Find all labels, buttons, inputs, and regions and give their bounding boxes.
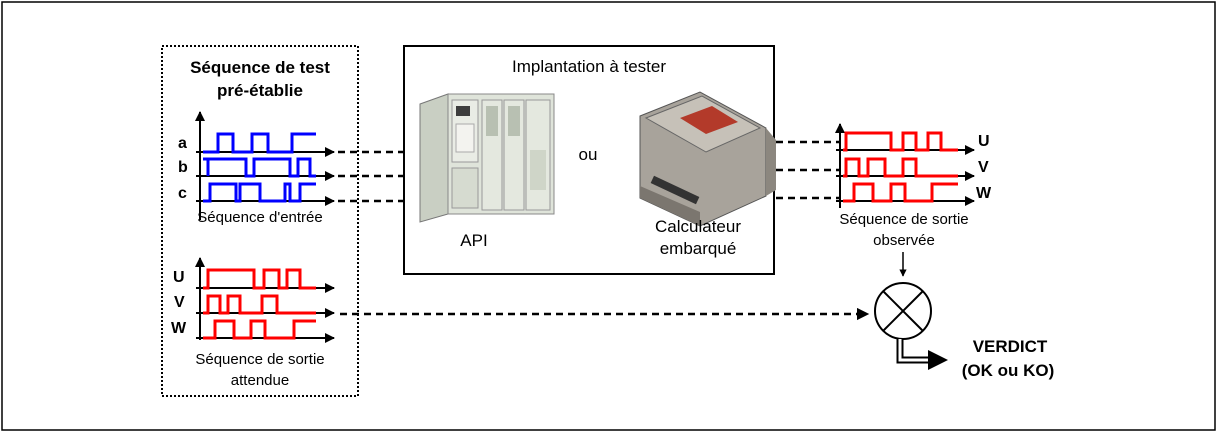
test-sequence-title-line1: Séquence de test: [190, 58, 330, 77]
plc-image: [419, 93, 555, 223]
device2-label-line1: Calculateur: [655, 217, 741, 236]
expected-label-w: W: [171, 320, 187, 337]
input-signal-b: [203, 157, 316, 178]
input-label-b: b: [178, 159, 188, 176]
observed-signal-u: [843, 131, 958, 152]
expected-label-u: U: [173, 269, 185, 286]
expected-signal-v: [203, 294, 316, 315]
verdict-line1: VERDICT: [973, 337, 1048, 356]
comparator-symbol: [874, 282, 932, 340]
ecu-image: [639, 91, 776, 227]
implementation-title: Implantation à tester: [512, 57, 666, 76]
device1-label: API: [460, 231, 487, 250]
expected-label-v: V: [174, 294, 185, 311]
observed-caption-line1: Séquence de sortie: [839, 211, 968, 228]
expected-output-plot: U V W Séquence de sortie attendue: [171, 257, 335, 389]
expected-caption-line1: Séquence de sortie: [195, 351, 324, 368]
device2-label-line2: embarqué: [660, 239, 737, 258]
verdict-arrow: [896, 339, 948, 370]
input-signal-a: [203, 132, 316, 154]
observed-output-plot: U V W Séquence de sortie observée: [835, 123, 992, 249]
expected-signal-w: [203, 319, 316, 340]
input-label-a: a: [178, 135, 187, 152]
expected-caption-line2: attendue: [231, 372, 289, 389]
input-label-c: c: [178, 185, 187, 202]
observed-label-u: U: [978, 133, 990, 150]
observed-label-w: W: [976, 185, 992, 202]
input-signal-c: [203, 182, 316, 203]
or-label: ou: [579, 145, 598, 164]
observed-signal-v: [843, 157, 958, 178]
input-sequence-caption: Séquence d'entrée: [197, 209, 322, 226]
expected-signal-u: [203, 268, 316, 290]
observed-label-v: V: [978, 159, 989, 176]
test-sequence-title-line2: pré-établie: [217, 81, 303, 100]
observed-caption-line2: observée: [873, 232, 935, 249]
input-sequence-plot: a b c Séquence d'entrée: [178, 111, 335, 226]
observed-signal-w: [843, 182, 958, 203]
verdict-line2: (OK ou KO): [962, 361, 1055, 380]
test-sequence-box: [161, 45, 359, 397]
